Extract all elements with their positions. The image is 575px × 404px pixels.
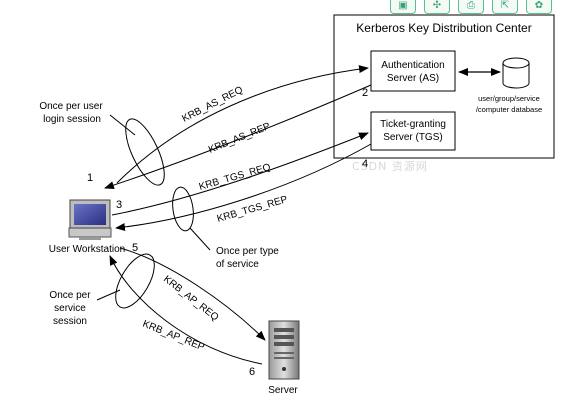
export-icon[interactable]: ⇱ [492,0,518,14]
tgs-box [370,111,456,151]
settings-icon[interactable]: ✿ [526,0,552,14]
krb-as-req-arrow [116,65,369,184]
toolbar: ▣ ✣ ⎙ ⇱ ✿ [386,0,575,14]
login-session-ellipse [125,118,165,186]
server-icon [268,320,300,380]
krb-as-req-label: KRB_AS_REQ [180,84,245,124]
krb-tgs-rep-arrow [115,143,372,232]
service-note-line2: of service [216,259,259,270]
login-note-line1: Once per user [39,101,103,112]
krb-ap-req-arrow [119,247,266,341]
step-3: 3 [116,199,122,211]
tgs-label-line1: Ticket-granting [380,119,446,130]
database-icon [502,57,530,89]
krb-tgs-req-arrow [111,132,369,216]
session-note-line1: Once per [49,290,91,301]
db-label-line2: /computer database [476,105,542,114]
session-note-line2: service [54,303,86,314]
service-session-ellipse [115,253,155,309]
login-note-leader [109,114,136,136]
krb-ap-rep-label: KRB_AP_REP [141,319,206,354]
print-icon[interactable]: ⎙ [458,0,484,14]
service-type-ellipse [172,186,194,232]
service-note-line1: Once per type [216,246,279,257]
login-note-line2: login session [43,114,101,125]
step-6: 6 [249,366,255,378]
server-label: Server [268,385,298,396]
krb-tgs-rep-label: KRB_TGS_REP [216,194,289,225]
watermark: CSDN 资源网 [352,160,428,173]
as-label-line1: Authentication [381,60,444,71]
workstation-icon [68,199,112,240]
save-icon[interactable]: ▣ [390,0,416,14]
as-label-line2: Server (AS) [387,73,439,84]
step-2: 2 [362,87,368,99]
db-label-line1: user/group/service [478,94,540,103]
krb-tgs-req-label: KRB_TGS_REQ [198,162,272,193]
share-icon[interactable]: ✣ [424,0,450,14]
krb-as-rep-arrow [104,84,372,189]
step-4: 4 [362,158,368,170]
as-box [370,50,456,92]
step-5: 5 [132,242,138,254]
step-1: 1 [87,172,93,184]
session-note-line3: session [53,316,87,327]
krb-as-rep-label: KRB_AS_REP [207,121,272,156]
krb-ap-rep-arrow [109,255,263,365]
service-note-leader [189,227,211,251]
workstation-label: User Workstation [49,244,126,255]
session-note-leader [96,289,121,301]
tgs-label-line2: Server (TGS) [383,132,442,143]
kdc-title: Kerberos Key Distribution Center [356,21,531,35]
